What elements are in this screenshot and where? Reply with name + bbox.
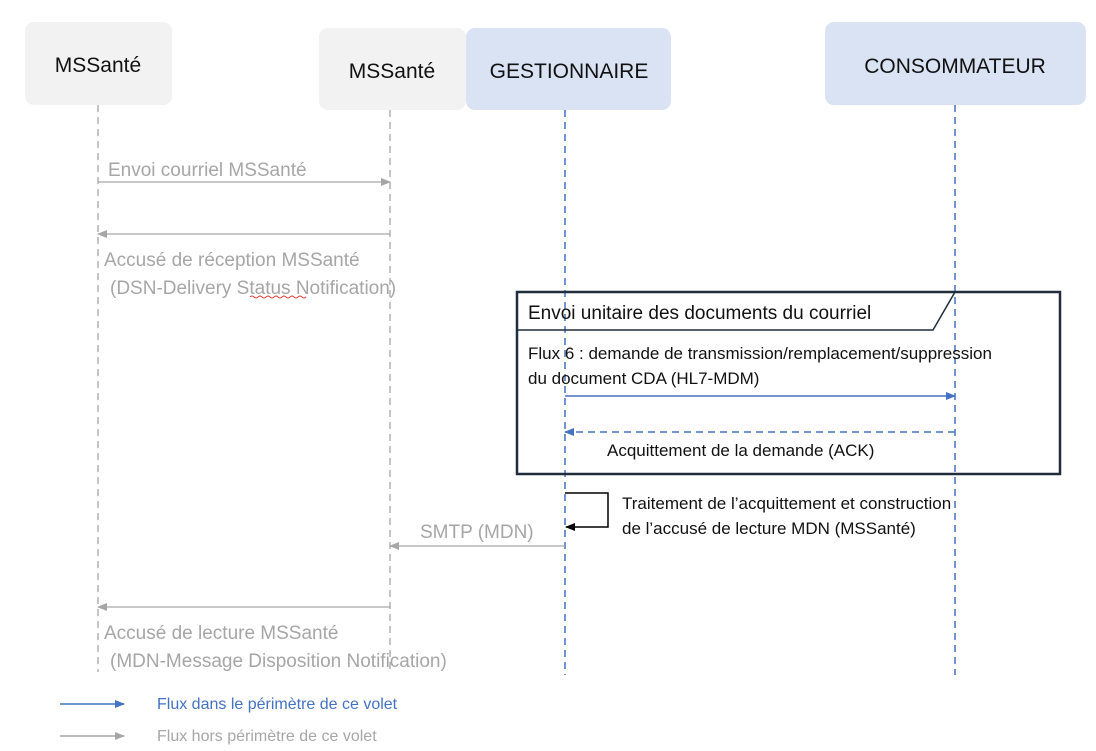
- actor-mssante-1: MSSanté: [25, 22, 172, 105]
- actor-gestionnaire: GESTIONNAIRE: [466, 28, 671, 110]
- message-ack-label: Acquittement de la demande (ACK): [607, 441, 874, 460]
- legend-out-scope-label: Flux hors périmètre de ce volet: [157, 728, 377, 745]
- legend-in-scope-label: Flux dans le périmètre de ce volet: [157, 696, 398, 713]
- message-accuse-reception-line1: Accusé de réception MSSanté: [104, 250, 360, 271]
- message-accuse-reception-line2: (DSN-Delivery Status Notification): [110, 278, 396, 299]
- message-envoi-courriel-label: Envoi courriel MSSanté: [108, 160, 307, 181]
- legend: Flux dans le périmètre de ce volet Flux …: [60, 696, 398, 745]
- message-traitement-self-arrow: [565, 492, 609, 531]
- actor-mssante-2: MSSanté: [319, 28, 466, 110]
- message-traitement-line2: de l’accusé de lecture MDN (MSSanté): [622, 519, 916, 538]
- message-accuse-lecture-line2: (MDN-Message Disposition Notification): [110, 651, 447, 672]
- message-accuse-lecture-line1: Accusé de lecture MSSanté: [104, 623, 338, 644]
- frame-envoi-unitaire: Envoi unitaire des documents du courriel: [515, 290, 1062, 476]
- message-smtp-label: SMTP (MDN): [420, 522, 534, 543]
- frame-title: Envoi unitaire des documents du courriel: [528, 303, 871, 324]
- actor-mssante-2-label: MSSanté: [349, 60, 435, 83]
- spellcheck-underline: [249, 295, 307, 299]
- message-flux6-line1: Flux 6 : demande de transmission/remplac…: [528, 344, 992, 363]
- actor-mssante-1-label: MSSanté: [55, 54, 141, 77]
- actor-gestionnaire-label: GESTIONNAIRE: [490, 60, 649, 83]
- message-flux6-line2: du document CDA (HL7-MDM): [528, 369, 759, 388]
- actor-consommateur-label: CONSOMMATEUR: [864, 55, 1046, 78]
- actor-consommateur: CONSOMMATEUR: [825, 22, 1086, 105]
- message-traitement-line1: Traitement de l’acquittement et construc…: [622, 494, 951, 513]
